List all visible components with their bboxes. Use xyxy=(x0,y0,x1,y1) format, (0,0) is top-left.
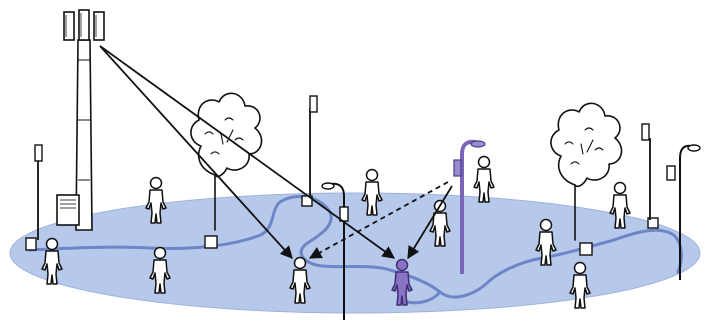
walking-path xyxy=(28,195,683,299)
street-lamp-icon xyxy=(321,182,349,320)
ground-box-icon xyxy=(204,235,218,249)
equipment-cabinet-icon xyxy=(56,194,80,226)
ground-box-icon xyxy=(647,217,659,229)
cell-tower-antennas-icon xyxy=(63,9,105,41)
small-cell-pole-right xyxy=(641,123,651,220)
lamp-to-purple-person-arrow xyxy=(407,185,453,260)
ground-box-icon xyxy=(579,242,593,256)
tower-to-purple-person-arrow xyxy=(99,45,396,259)
street-lamp-icon xyxy=(666,144,701,280)
tower-to-white-person-arrow xyxy=(99,45,293,259)
person-icon xyxy=(473,155,495,203)
ground-area xyxy=(9,192,701,314)
small-cell-pole-left xyxy=(25,144,43,251)
smart-lamp xyxy=(453,139,486,274)
small-cell-pole-center xyxy=(301,95,318,207)
signal-arrows xyxy=(99,45,453,260)
cell-tower xyxy=(63,9,105,231)
